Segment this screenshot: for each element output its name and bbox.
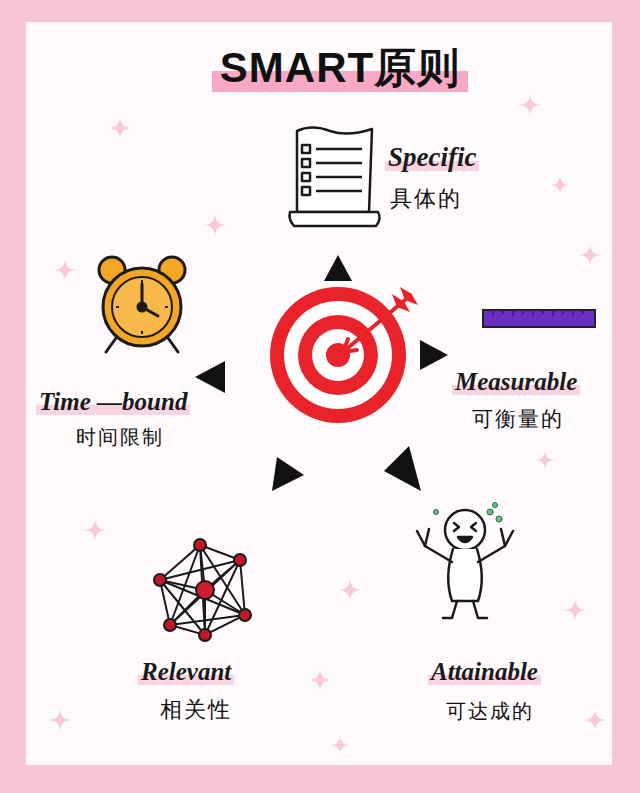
chinese-term: 具体的 (390, 184, 462, 214)
notepad-icon-part (302, 145, 310, 153)
network-icon-part (160, 545, 245, 635)
sparkle-part (308, 668, 332, 692)
chinese-term: 可达成的 (446, 698, 534, 725)
sparkle-part (83, 518, 107, 542)
network-icon-part (164, 619, 176, 631)
happy-figure-icon-part (434, 510, 439, 515)
pointer-triangle-part (272, 457, 304, 491)
alarm-clock-icon-part (168, 338, 178, 352)
sparkle (48, 93, 607, 755)
network-icon-part (154, 574, 166, 586)
notepad-icon-part (302, 159, 310, 167)
happy-figure-icon-part (425, 546, 505, 562)
ruler-bar (483, 310, 595, 327)
sparkle-part (330, 735, 350, 755)
alarm-clock-icon-part (106, 338, 116, 352)
sparkle-part (48, 708, 72, 732)
target-icon-part (343, 300, 405, 352)
sparkle-part (578, 243, 602, 267)
notepad-icon-part (316, 190, 362, 193)
alarm-clock-icon-part (138, 303, 146, 311)
notepad-icon-part (297, 128, 372, 213)
happy-figure-icon-part (448, 549, 482, 601)
target-icon-part (284, 301, 392, 409)
english-term: Attainable (428, 658, 541, 686)
notepad-icon-part (302, 173, 310, 181)
alarm-clock-icon-part (112, 277, 172, 337)
happy-figure-icon-part (496, 516, 502, 522)
network-icon-part (196, 581, 214, 599)
target-icon-part (343, 339, 357, 352)
happy-figure-icon-part (493, 503, 498, 508)
pointer-triangle-part (420, 340, 448, 370)
sparkle-part (338, 578, 362, 602)
notepad-icon-part (316, 176, 362, 179)
sparkle-part (53, 258, 77, 282)
network-icon-part (160, 545, 245, 635)
sparkle-part (203, 213, 227, 237)
happy-figure-icon-part (417, 529, 513, 546)
english-term: Relevant (138, 658, 234, 686)
target-icon-part (397, 300, 410, 312)
english-term: Time —bound (36, 388, 190, 416)
sparkle-part (550, 175, 570, 195)
chinese-term: 可衡量的 (472, 405, 564, 433)
network-icon-part (194, 539, 206, 551)
happy-figure-icon-part (454, 523, 476, 531)
page-title: SMART原则 (212, 40, 468, 96)
pointer-triangle (195, 255, 448, 491)
sparkle-part (583, 708, 607, 732)
alarm-clock-icon-part (103, 268, 181, 346)
chinese-term: 时间限制 (76, 424, 164, 451)
target-icon (270, 287, 418, 423)
english-term: Specific (385, 142, 479, 173)
sparkle-part (518, 93, 542, 117)
happy-figure-icon-part (445, 510, 485, 550)
sparkle-part (535, 450, 555, 470)
pointer-triangle-part (384, 446, 421, 491)
target-icon-part (298, 315, 378, 395)
alarm-clock-icon-part (116, 280, 168, 334)
network-icon-part (199, 629, 211, 641)
target-icon-part (270, 287, 406, 423)
notepad-icon-part (290, 212, 380, 226)
target-icon-part (405, 293, 418, 305)
happy-figure-icon (417, 503, 513, 619)
happy-figure-icon-part (443, 601, 487, 618)
notepad-icon (290, 128, 380, 227)
network-icon-part (234, 554, 246, 566)
ruler-bar-part (493, 310, 583, 316)
english-term: Measurable (452, 368, 580, 396)
pointer-triangle-part (324, 255, 352, 281)
ruler-bar-part (483, 310, 595, 327)
alarm-clock-icon (99, 257, 185, 352)
notepad-icon-part (302, 187, 310, 195)
notepad-icon-part (316, 148, 362, 151)
network-icon (154, 539, 251, 641)
target-icon-part (312, 329, 364, 381)
sparkle-part (108, 116, 132, 140)
chinese-term: 相关性 (160, 695, 232, 725)
network-icon-part (160, 545, 245, 635)
notepad-icon-part (316, 162, 362, 165)
happy-figure-icon-part (487, 509, 493, 515)
page-ground-part (26, 22, 612, 765)
network-icon-part (239, 609, 251, 621)
pointer-triangle-part (195, 361, 225, 393)
happy-figure-icon-part (458, 537, 472, 542)
sparkle-part (563, 598, 587, 622)
